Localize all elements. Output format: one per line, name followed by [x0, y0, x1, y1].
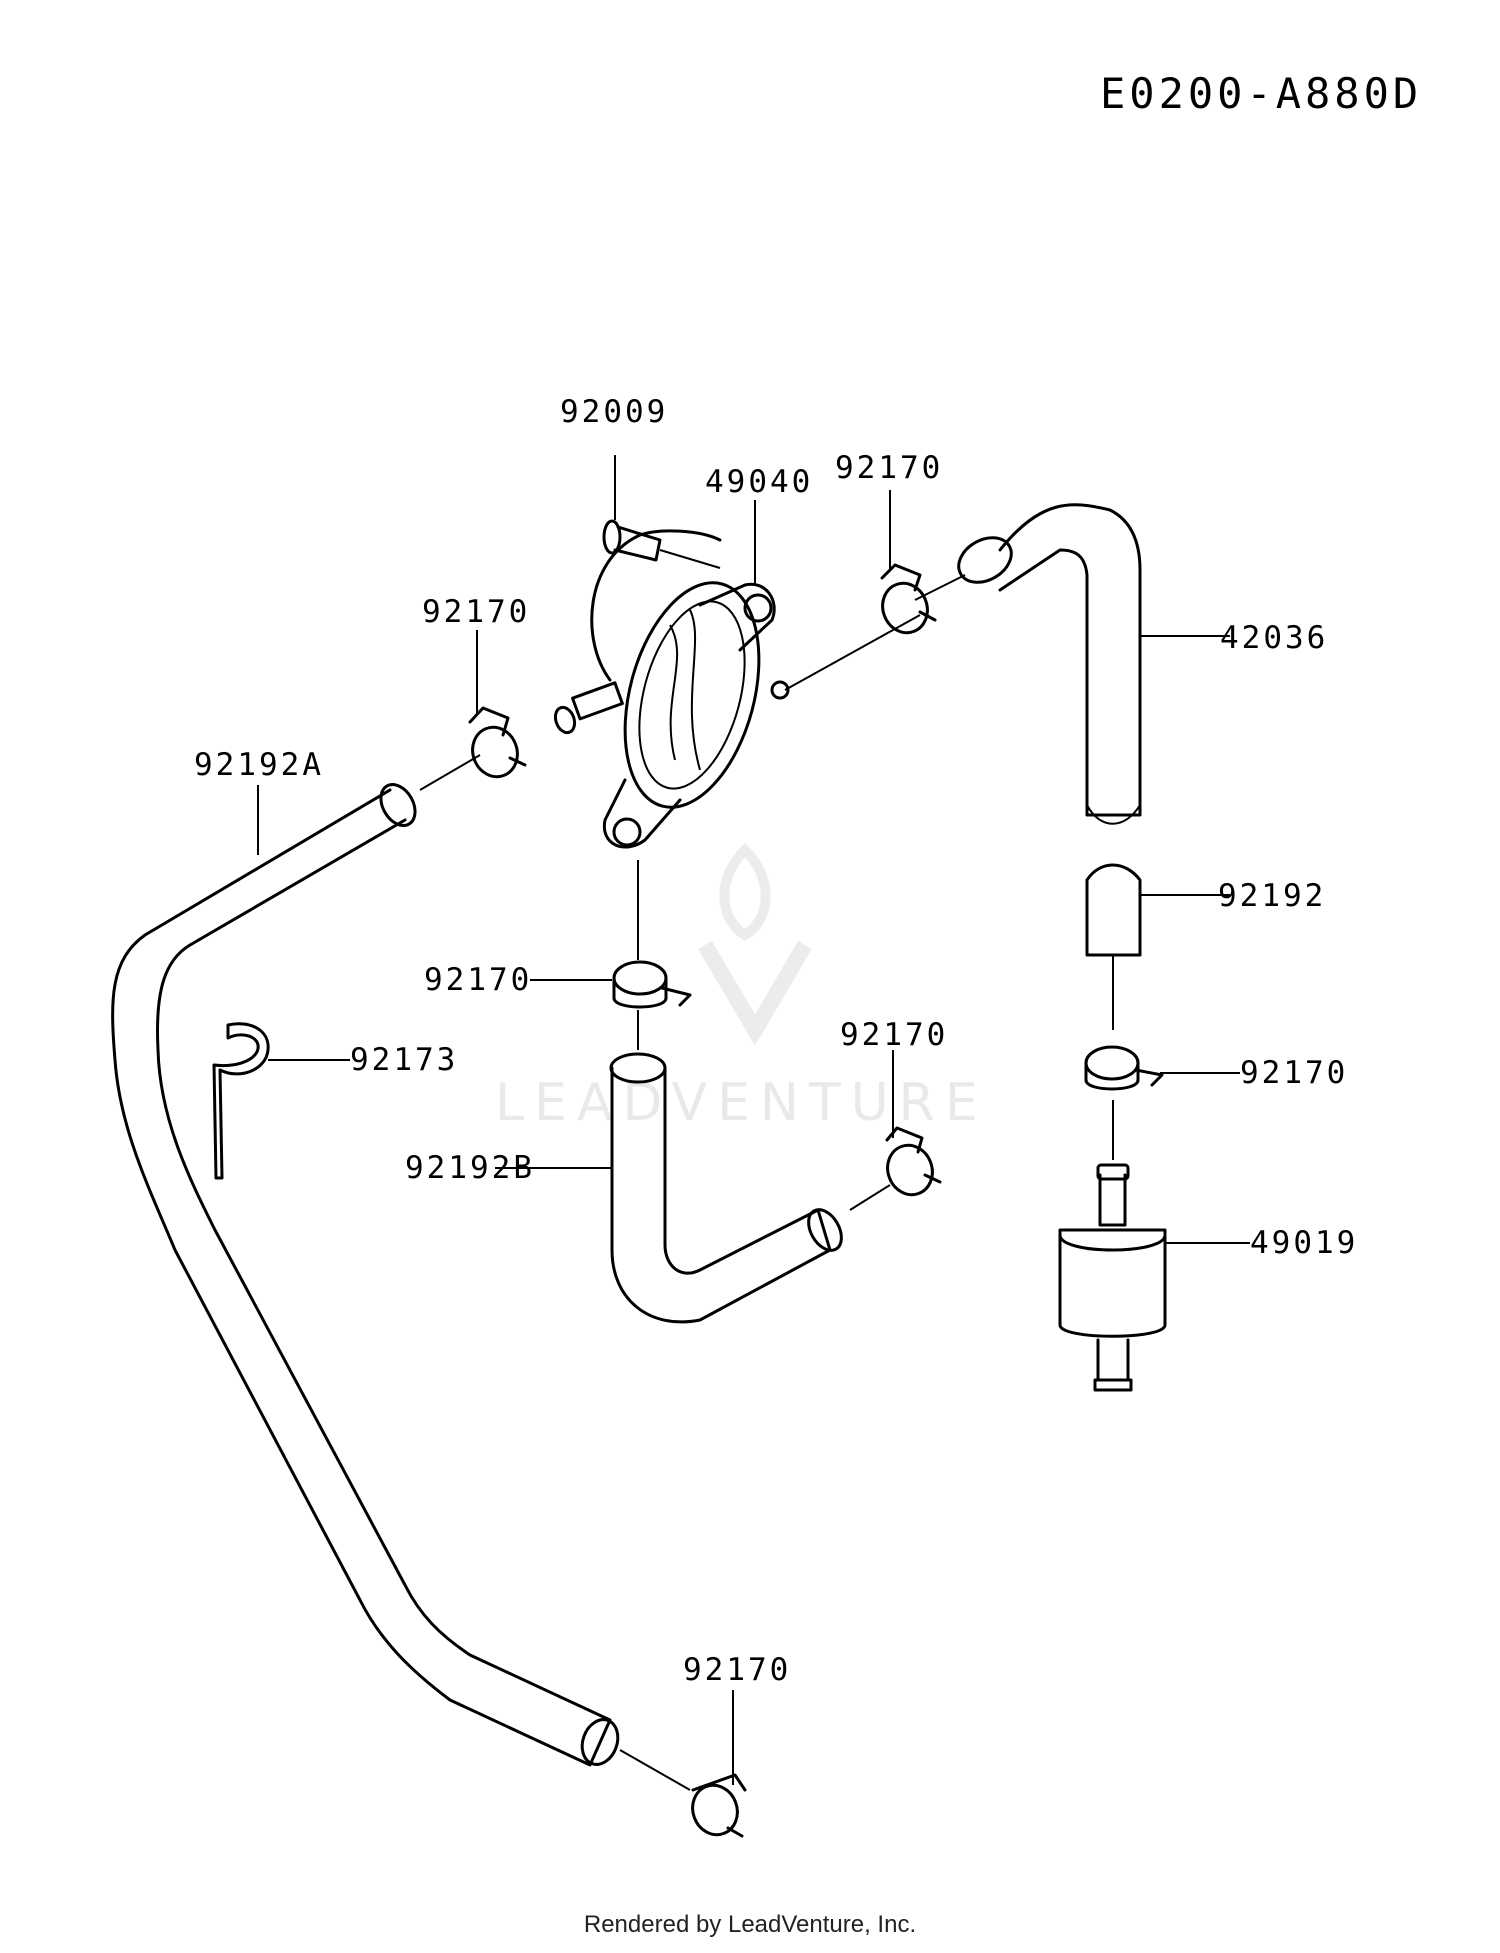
- label-92192a: 92192A: [194, 747, 324, 783]
- hose-clamp-bottom[interactable]: [686, 1773, 747, 1841]
- label-49040: 49040: [705, 464, 813, 500]
- hose-clamp-right[interactable]: [1084, 1045, 1164, 1091]
- hose-clamp-left[interactable]: [466, 706, 527, 783]
- label-92170-right: 92170: [1240, 1055, 1348, 1091]
- label-92192b: 92192B: [405, 1150, 535, 1186]
- label-92170-top: 92170: [835, 450, 943, 486]
- diagram-code: E0200-A880D: [1100, 69, 1422, 118]
- fuel-hose-92192a[interactable]: [111, 754, 691, 1791]
- leadventure-watermark-logo: LEADVENTURE: [495, 842, 988, 1133]
- hose-clamp-mid[interactable]: [612, 960, 692, 1009]
- screw-part[interactable]: [602, 519, 721, 569]
- label-92170-center: 92170: [840, 1017, 948, 1053]
- label-92170-bottom: 92170: [683, 1652, 791, 1688]
- footer-credit: Rendered by LeadVenture, Inc.: [584, 1911, 916, 1938]
- leader-lines: [257, 455, 1250, 1785]
- label-92173: 92173: [350, 1042, 458, 1078]
- label-92009: 92009: [560, 394, 668, 430]
- hose-clamp-top[interactable]: [876, 563, 937, 639]
- label-92192: 92192: [1218, 878, 1326, 914]
- label-92170-left: 92170: [422, 594, 530, 630]
- label-92170-mid: 92170: [424, 962, 532, 998]
- fuel-hose-92192b[interactable]: [609, 865, 891, 1324]
- hose-clip-92173[interactable]: [212, 1022, 270, 1180]
- fuel-hose-42036[interactable]: [784, 503, 1142, 825]
- hose-clamp-center[interactable]: [881, 1126, 942, 1201]
- fuel-pump-part[interactable]: [552, 529, 790, 849]
- fuel-filter-part[interactable]: [1058, 1100, 1167, 1392]
- fuel-hose-92192[interactable]: [1085, 863, 1142, 1030]
- label-42036: 42036: [1220, 620, 1328, 656]
- watermark-text: LEADVENTURE: [495, 1073, 988, 1133]
- label-49019: 49019: [1250, 1225, 1358, 1261]
